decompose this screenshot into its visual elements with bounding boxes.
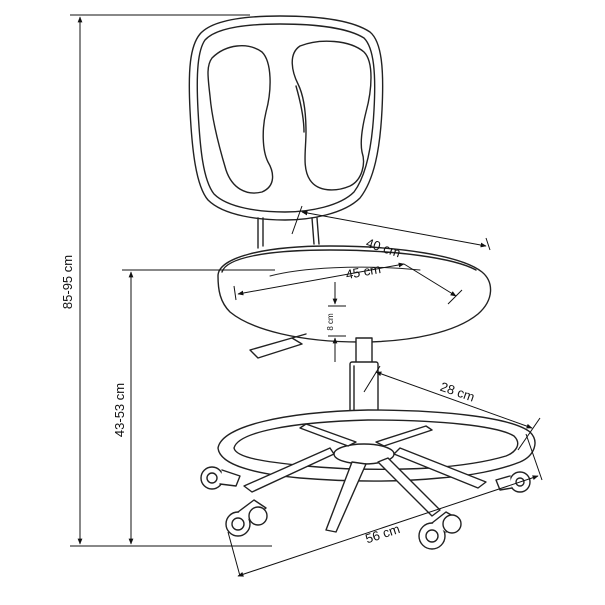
caster-front-left: [225, 499, 268, 537]
base-width-label: 56 cm: [363, 521, 401, 546]
base-width-line: [237, 475, 539, 577]
height-adjust-lever: [249, 333, 307, 359]
seat-width-tick-a: [233, 285, 237, 301]
backrest-left-pad: [207, 45, 274, 194]
base-radius-tick-a: [363, 365, 381, 393]
caster-left: [200, 466, 241, 490]
seat-width-line: [237, 262, 405, 296]
dimension-lines: [70, 14, 543, 577]
base-radius-line: [375, 371, 533, 429]
chair-drawing: [188, 15, 536, 550]
base-width-tick-a: [227, 531, 241, 577]
backrest-right-pad: [291, 40, 372, 191]
seat-width-line-b: [403, 263, 457, 297]
base-radius-tick-b: [517, 417, 541, 451]
seat-depth-line: [301, 210, 487, 248]
seat-height-label: 43-53 cm: [112, 383, 127, 437]
seat-adjust-label: 8 cm: [326, 313, 335, 331]
seat-width-label: 45 cm: [344, 261, 381, 282]
seat-depth-tick-a: [291, 205, 303, 235]
caster-right: [495, 471, 531, 493]
seat-width-tick-b: [447, 289, 463, 305]
caster-front: [418, 511, 462, 550]
gas-cylinder: [349, 337, 379, 425]
backrest-support: [257, 217, 320, 249]
backrest: [188, 15, 384, 221]
seat: [217, 245, 492, 343]
base-width-tick-b: [525, 433, 543, 481]
seat-depth-tick-b: [485, 237, 491, 251]
total-height-label: 85-95 cm: [60, 255, 75, 309]
